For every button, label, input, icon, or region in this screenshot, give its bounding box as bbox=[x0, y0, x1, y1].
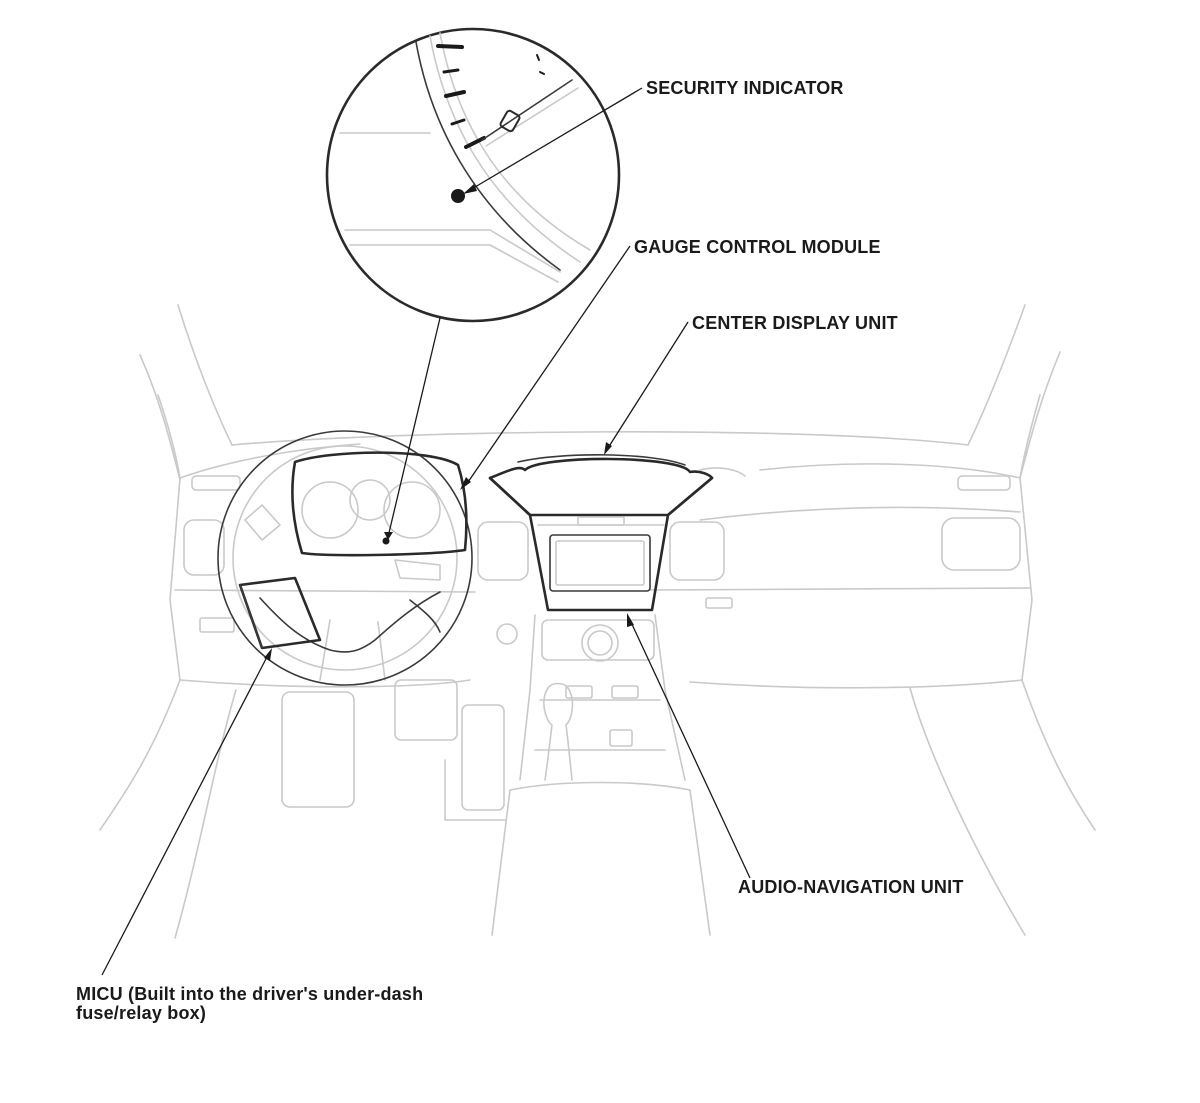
label-gauge-control-module: GAUGE CONTROL MODULE bbox=[634, 237, 881, 257]
micu-fuse-box bbox=[238, 576, 322, 650]
label-center-display-unit: CENTER DISPLAY UNIT bbox=[692, 313, 898, 333]
gauge-cluster bbox=[291, 451, 468, 557]
label-micu-line2: fuse/relay box) bbox=[76, 1003, 207, 1023]
audio-navigation-unit bbox=[488, 476, 714, 612]
label-audio-navigation-unit: AUDIO-NAVIGATION UNIT bbox=[738, 877, 964, 897]
label-micu-line1: MICU (Built into the driver's under-dash bbox=[76, 984, 424, 1004]
steering-wheel bbox=[217, 430, 473, 686]
magnified-inset bbox=[325, 27, 621, 540]
label-security-indicator: SECURITY INDICATOR bbox=[646, 78, 844, 98]
leader-lines bbox=[101, 87, 751, 976]
interior-outline bbox=[99, 304, 1096, 939]
center-display-unit bbox=[488, 454, 746, 517]
security-indicator-dot bbox=[451, 189, 465, 203]
